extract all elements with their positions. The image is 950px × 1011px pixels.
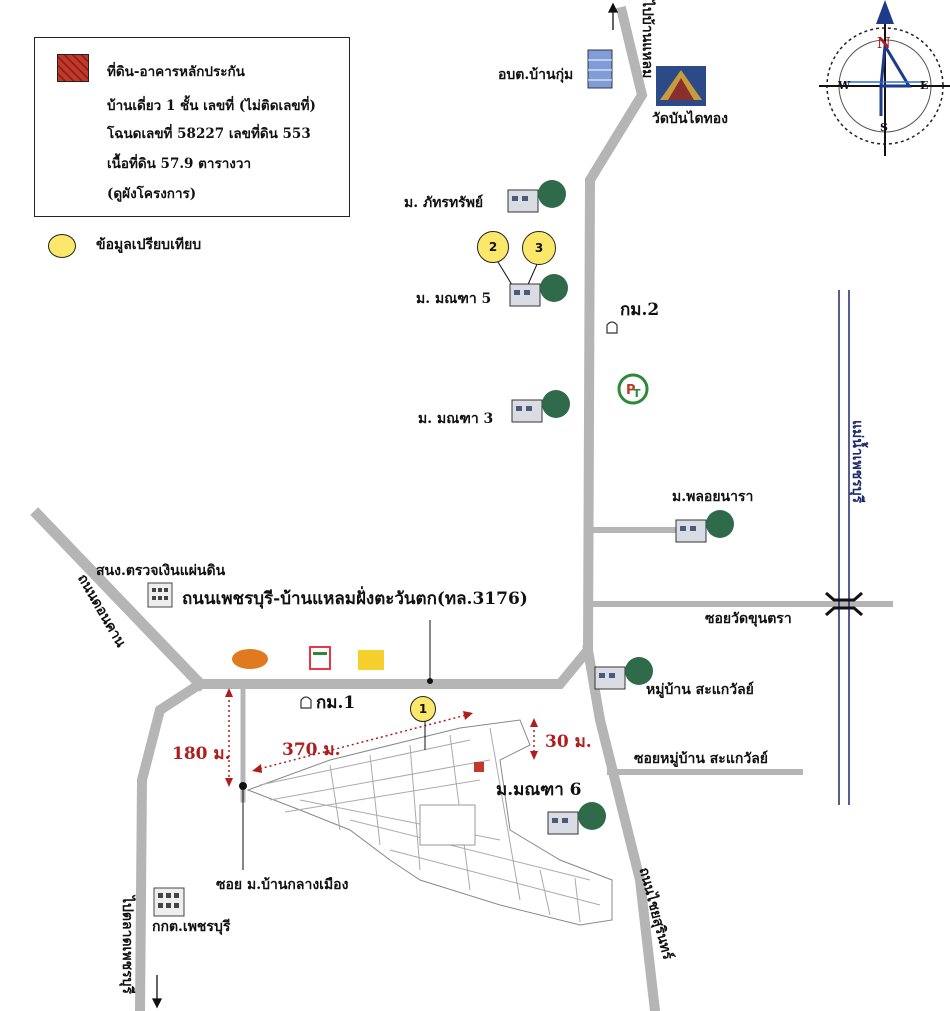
legend-collateral-note: (ดูผังโครงการ) — [107, 186, 197, 202]
collateral-swatch — [57, 54, 89, 82]
project-layout-plan — [246, 719, 613, 926]
legend-collateral-type: บ้านเดี่ยว 1 ชั้น เลขที่ (ไม่ติดเลขที่) — [107, 98, 316, 114]
soi-wat-label: ซอยวัดขุนตรา — [705, 611, 792, 627]
distance-lines — [228, 690, 535, 785]
direction-arrows — [151, 2, 619, 1009]
chai-surin-road-line — [582, 644, 661, 1011]
km1-label: กม.1 — [316, 693, 356, 713]
talat-road-line — [134, 677, 207, 1011]
manthana6-label: ม.มณฑา 6 — [496, 780, 582, 800]
village-icon — [594, 657, 653, 690]
km2-label: กม.2 — [620, 300, 660, 320]
audit-office-label: สนง.ตรวจเงินแผ่นดิน — [96, 563, 226, 579]
legend-collateral-label: ที่ดิน-อาคารหลักประกัน — [107, 64, 245, 80]
village-icon — [675, 510, 734, 543]
distance-arrowheads — [225, 688, 538, 787]
ban-laem-road-label: ไปบ้านแหลม — [639, 0, 655, 79]
collateral-plot-marker — [474, 762, 484, 772]
government-building-icon — [147, 582, 173, 608]
comparison-marker-3[interactable]: 3 — [522, 231, 556, 265]
obt-label: อบต.บ้านกุ่ม — [498, 67, 574, 83]
sakaewan-label: หมู่บ้าน สะแกวัลย์ — [646, 682, 754, 698]
legend-compare-label: ข้อมูลเปรียบเทียบ — [96, 237, 202, 253]
legend-box: ที่ดิน-อาคารหลักประกัน บ้านเดี่ยว 1 ชั้น… — [34, 37, 350, 217]
compass-s-label: S — [880, 121, 888, 134]
temple-icon — [656, 66, 706, 106]
river-label: แม่น้ำเพชรบุรี — [849, 420, 865, 504]
compass-rose-icon — [819, 0, 950, 156]
compass-n-label: N — [877, 34, 891, 52]
main-road-line — [195, 5, 648, 689]
kkt-label: กกต.เพชรบุรี — [152, 919, 231, 935]
shop-logo-icon — [232, 646, 384, 670]
km-post-icon — [300, 321, 618, 709]
distance-30-label: 30 ม. — [545, 732, 592, 752]
svg-text:P: P — [626, 383, 636, 398]
talat-road-label: ไปตลาดเพชรบุรี — [119, 896, 135, 994]
village-icon — [507, 180, 566, 213]
svg-text:T: T — [633, 387, 641, 400]
soi-sakaewan-label: ซอยหมู่บ้าน สะแกวัลย์ — [634, 751, 768, 767]
don-khan-road-line — [30, 507, 208, 692]
distance-180-label: 180 ม. — [172, 744, 231, 764]
manthana3-label: ม. มณฑา 3 — [418, 411, 494, 427]
compass-e-label: E — [920, 79, 929, 92]
legend-collateral-deed: โฉนดเลขที่ 58227 เลขที่ดิน 553 — [107, 126, 311, 142]
village-icons — [507, 180, 734, 835]
village-icon — [547, 802, 606, 835]
village-icon — [511, 390, 570, 423]
bridge-icon — [825, 591, 863, 617]
pholyanara-label: ม.พลอยนารา — [672, 489, 754, 505]
government-building-icon — [153, 887, 185, 917]
legend-collateral-area: เนื้อที่ดิน 57.9 ตารางวา — [107, 156, 252, 172]
river-lines — [838, 290, 850, 805]
manthana5-label: ม. มณฑา 5 — [416, 291, 492, 307]
distance-370-label: 370 ม. — [282, 740, 341, 760]
comparison-marker-1[interactable]: 1 — [410, 696, 436, 722]
main-road-label: ถนนเพชรบุรี-บ้านแหลมฝั่งตะวันตก(ทล.3176) — [182, 589, 528, 609]
office-building-icon — [587, 49, 613, 89]
soi-ban-klang-label: ซอย ม.บ้านกลางเมือง — [216, 877, 349, 893]
pattharasap-label: ม. ภัทรทรัพย์ — [404, 195, 484, 211]
wat-label: วัดบันไดทอง — [652, 111, 729, 127]
comparison-marker-2[interactable]: 2 — [477, 231, 509, 263]
compare-swatch — [48, 234, 76, 258]
road-network — [30, 5, 893, 1011]
compass-w-label: W — [838, 79, 851, 92]
village-icon — [509, 274, 568, 307]
pt-gas-station-icon: P T — [617, 373, 649, 405]
